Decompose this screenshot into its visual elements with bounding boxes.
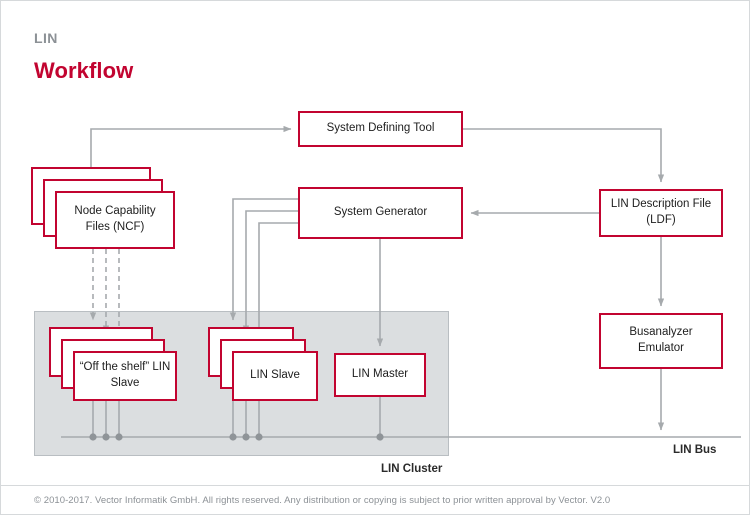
node-system-generator[interactable]: System Generator	[298, 187, 463, 239]
node-off-the-shelf-lin-slave[interactable]: “Off the shelf” LIN Slave	[49, 327, 177, 401]
node-lin-slave[interactable]: LIN Slave	[208, 327, 318, 401]
node-label-busanalyzer-emulator: Busanalyzer Emulator	[599, 313, 723, 369]
node-label-lin-slave: LIN Slave	[232, 351, 318, 401]
node-label-lin-master: LIN Master	[334, 353, 426, 397]
page-title: Workflow	[34, 58, 134, 83]
bus-connection-dots	[89, 433, 384, 441]
node-label-lin-description-file: LIN Description File (LDF)	[599, 189, 723, 237]
node-system-defining-tool[interactable]: System Defining Tool	[298, 111, 463, 147]
footer-bar: © 2010-2017. Vector Informatik GmbH. All…	[1, 485, 749, 514]
node-lin-master[interactable]: LIN Master	[334, 353, 426, 397]
lin-cluster-label: LIN Cluster	[381, 463, 443, 475]
lin-bus-label: LIN Bus	[673, 444, 717, 456]
node-label-system-generator: System Generator	[298, 187, 463, 239]
node-label-system-defining-tool: System Defining Tool	[298, 111, 463, 147]
connector-wires	[61, 125, 741, 441]
copyright-text: © 2010-2017. Vector Informatik GmbH. All…	[34, 495, 611, 506]
node-lin-description-file[interactable]: LIN Description File (LDF)	[599, 189, 723, 237]
node-busanalyzer-emulator[interactable]: Busanalyzer Emulator	[599, 313, 723, 369]
node-node-capability-files[interactable]: Node Capability Files (NCF)	[31, 167, 175, 249]
node-label-node-capability-files: Node Capability Files (NCF)	[55, 191, 175, 249]
node-label-off-the-shelf-lin-slave: “Off the shelf” LIN Slave	[73, 351, 177, 401]
eyebrow-label: LIN	[34, 30, 58, 46]
